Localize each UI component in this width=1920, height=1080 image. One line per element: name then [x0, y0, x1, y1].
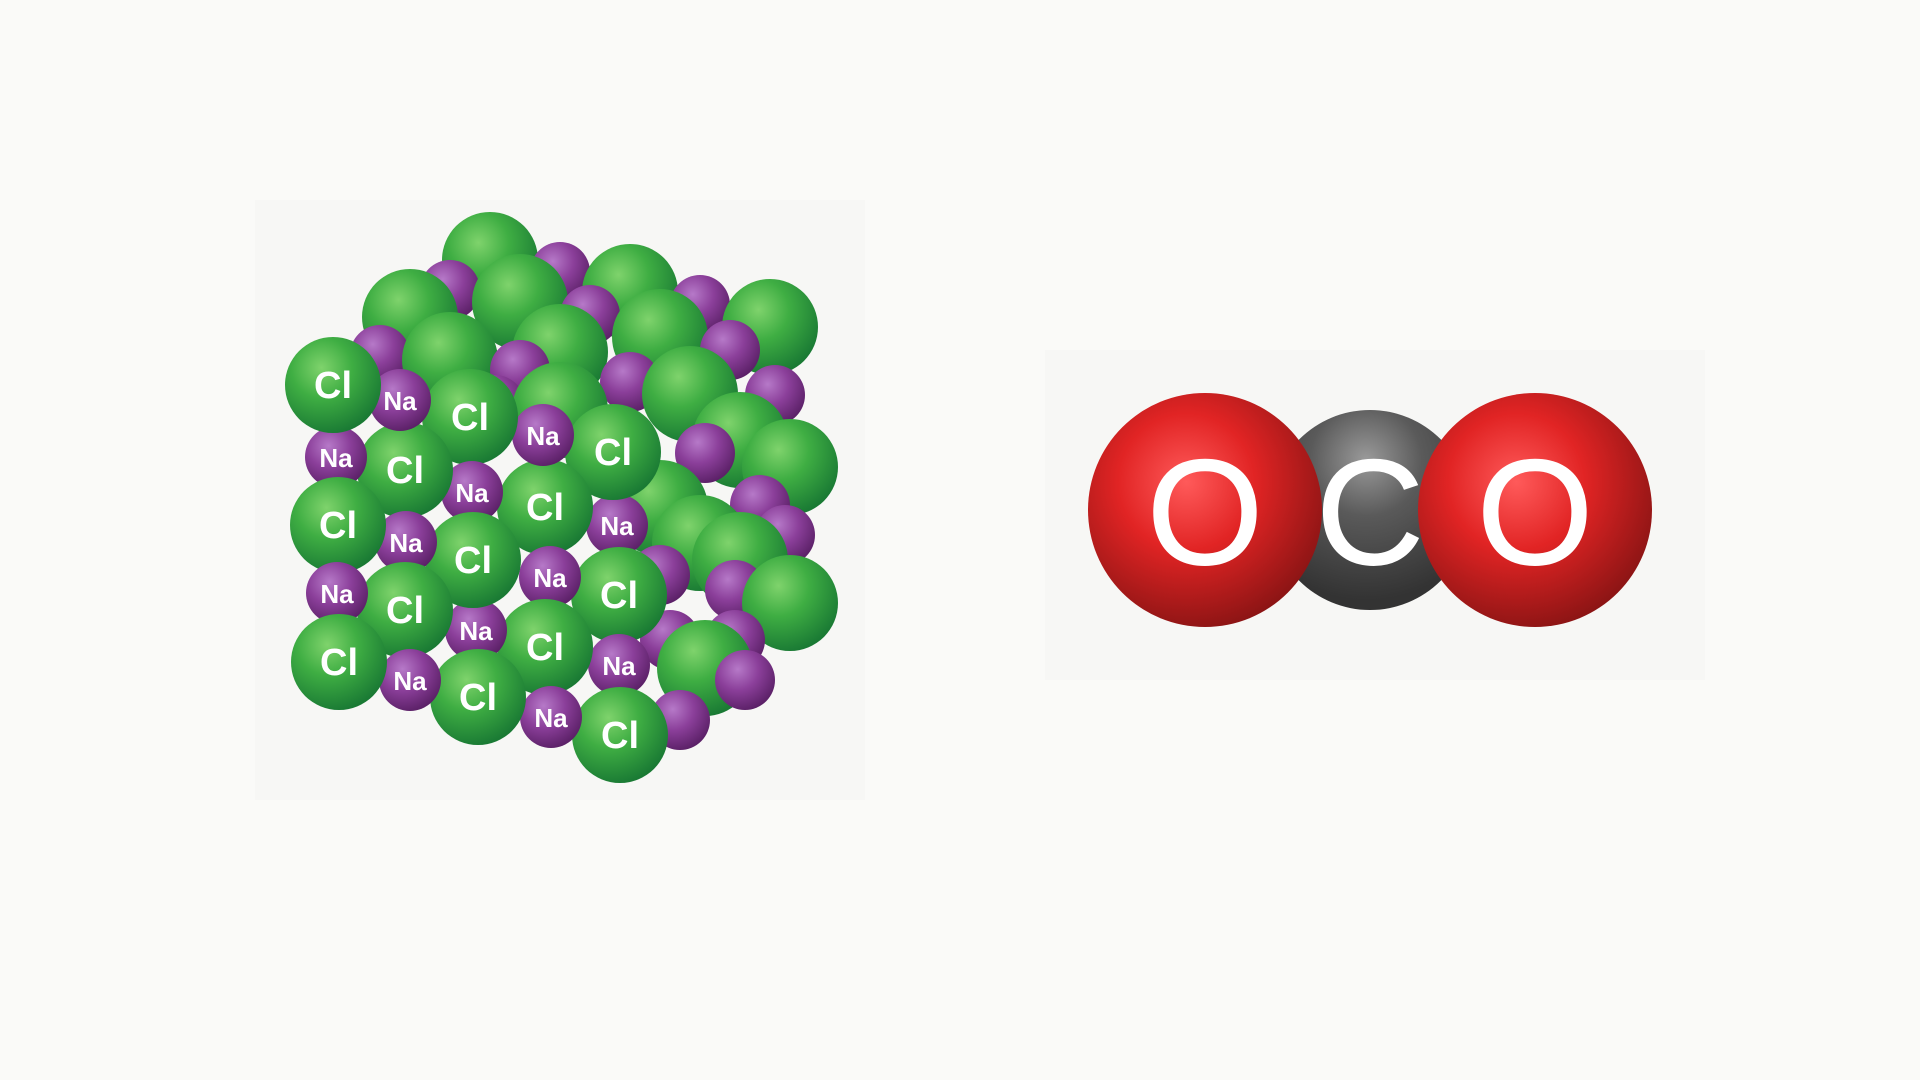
- oxygen-label: O: [1477, 428, 1594, 596]
- chloride-label: Cl: [526, 487, 564, 529]
- chloride-label: Cl: [320, 642, 358, 684]
- sodium-ion: [445, 599, 507, 661]
- oxygen-label: O: [1147, 428, 1264, 596]
- sodium-ion: [586, 494, 648, 556]
- chloride-ion: [291, 614, 387, 710]
- chloride-ion: [422, 369, 518, 465]
- chloride-ion-back: [742, 555, 838, 651]
- chloride-label: Cl: [314, 365, 352, 407]
- sodium-label: Na: [319, 443, 353, 473]
- sodium-ion: [520, 686, 582, 748]
- sodium-ion-back: [675, 423, 735, 483]
- carbon-label: C: [1316, 428, 1424, 596]
- chloride-label: Cl: [600, 575, 638, 617]
- sodium-label: Na: [533, 563, 567, 593]
- sodium-ion: [588, 634, 650, 696]
- sodium-label: Na: [534, 703, 568, 733]
- sodium-label: Na: [526, 421, 560, 451]
- chloride-ion: [571, 547, 667, 643]
- chloride-ion: [290, 477, 386, 573]
- sodium-ion: [512, 404, 574, 466]
- sodium-ion: [379, 649, 441, 711]
- chloride-label: Cl: [319, 505, 357, 547]
- chloride-ion: [565, 404, 661, 500]
- sodium-label: Na: [602, 651, 636, 681]
- chloride-ion: [497, 459, 593, 555]
- sodium-ion: [441, 461, 503, 523]
- sodium-label: Na: [393, 666, 427, 696]
- chloride-ion: [430, 649, 526, 745]
- chloride-label: Cl: [459, 677, 497, 719]
- oxygen-atom: [1088, 393, 1322, 627]
- sodium-label: Na: [383, 386, 417, 416]
- chloride-label: Cl: [601, 715, 639, 757]
- carbon-atom: [1270, 410, 1470, 610]
- sodium-label: Na: [320, 579, 354, 609]
- sodium-ion: [369, 369, 431, 431]
- chloride-label: Cl: [526, 627, 564, 669]
- nacl-crystal-lattice: NaClNaClClClNaClNaNaNaClClNaClClNaClNaNa…: [285, 212, 838, 783]
- chloride-ion: [357, 422, 453, 518]
- sodium-ion: [375, 511, 437, 573]
- sodium-label: Na: [389, 528, 423, 558]
- chloride-ion: [357, 562, 453, 658]
- sodium-label: Na: [455, 478, 489, 508]
- sodium-ion: [306, 562, 368, 624]
- sodium-label: Na: [459, 616, 493, 646]
- sodium-ion: [519, 546, 581, 608]
- chloride-ion: [285, 337, 381, 433]
- chloride-label: Cl: [451, 397, 489, 439]
- chloride-label: Cl: [594, 432, 632, 474]
- chloride-ion: [497, 599, 593, 695]
- sodium-label: Na: [600, 511, 634, 541]
- sodium-ion: [305, 426, 367, 488]
- chloride-label: Cl: [454, 540, 492, 582]
- chloride-ion: [572, 687, 668, 783]
- chloride-ion: [425, 512, 521, 608]
- chloride-label: Cl: [386, 590, 424, 632]
- chloride-label: Cl: [386, 450, 424, 492]
- oxygen-atom: [1418, 393, 1652, 627]
- sodium-ion-back: [715, 650, 775, 710]
